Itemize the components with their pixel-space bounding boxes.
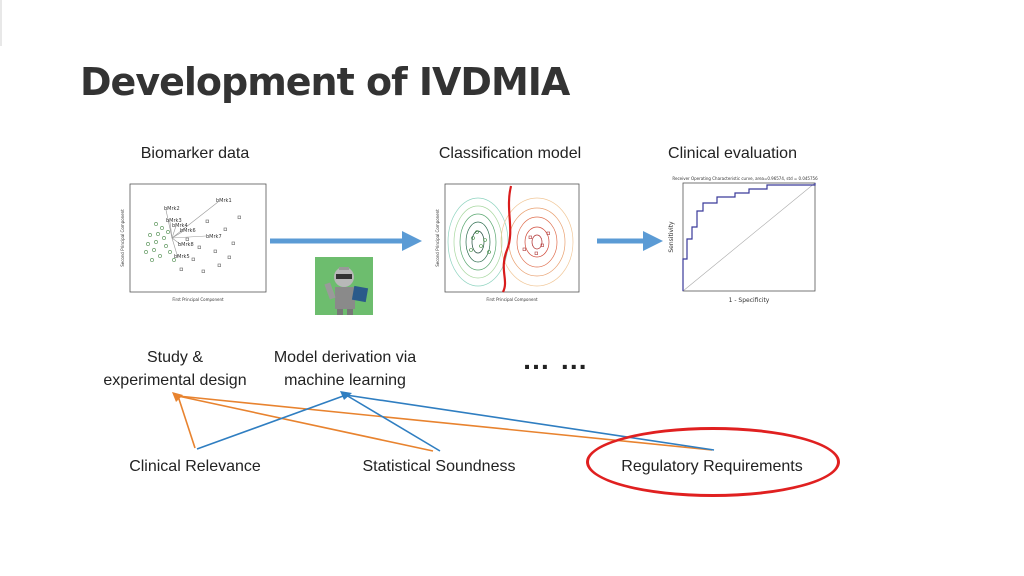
biomarker-label-6: bMrk6: [180, 228, 196, 234]
roc-curve: [682, 183, 816, 291]
classification-contour-plot: First Principal Component Second Princip…: [433, 180, 583, 305]
biomarker-label-4: bMrk4: [172, 223, 188, 229]
biomarker-pca-plot: bMrk1 bMrk2 bMrk3 bMrk4 bMrk5 bMrk6 bMrk…: [120, 180, 270, 305]
biomarker-label-1: bMrk1: [216, 198, 232, 204]
study-design-line1: Study &: [146, 349, 204, 366]
study-design-step: Study & experimental design: [90, 346, 260, 392]
classification-ylabel: Second Principal Component: [435, 209, 440, 267]
regulatory-highlight-ellipse: [586, 427, 840, 497]
robot-reading-image: [315, 257, 373, 315]
blue-link-statistical: [345, 394, 441, 452]
slide-edge-mark: [0, 0, 2, 46]
roc-title: Receiver Operating Characteristic curve,…: [672, 176, 818, 181]
roc-ylabel: Sensitivity: [668, 221, 675, 253]
model-derivation-line2: machine learning: [284, 372, 406, 389]
roc-curve-plot: Receiver Operating Characteristic curve,…: [665, 175, 820, 305]
pca-xlabel: First Principal Component: [172, 297, 224, 302]
classification-xlabel: First Principal Component: [486, 297, 538, 302]
blue-link-clinical: [196, 394, 347, 450]
clinical-relevance-label: Clinical Relevance: [129, 458, 261, 475]
biomarker-label-8: bMrk8: [178, 242, 194, 248]
blue-arrowhead: [340, 391, 352, 400]
model-derivation-step: Model derivation via machine learning: [262, 346, 428, 392]
statistical-soundness-label: Statistical Soundness: [362, 458, 516, 475]
study-design-line2: experimental design: [103, 372, 247, 389]
biomarker-label-2: bMrk2: [164, 206, 180, 212]
slide-title: Development of IVDMIA: [80, 60, 570, 104]
arrow-to-classification-head: [402, 231, 422, 251]
model-derivation-line1: Model derivation via: [273, 349, 417, 366]
orange-link-clinical: [177, 395, 196, 449]
pca-ylabel: Second Principal Component: [120, 209, 125, 267]
biomarker-label-5: bMrk5: [174, 254, 190, 260]
arrow-to-evaluation-head: [643, 231, 663, 251]
classification-model-label: Classification model: [438, 145, 582, 162]
roc-xlabel: 1 - Specificity: [729, 297, 770, 304]
biomarker-label-7: bMrk7: [206, 234, 222, 240]
ellipsis-more-steps: … …: [522, 344, 589, 375]
clinical-evaluation-label: Clinical evaluation: [668, 145, 797, 162]
roc-diagonal: [682, 182, 816, 292]
orange-link-statistical: [177, 395, 434, 452]
biomarker-data-label: Biomarker data: [140, 145, 250, 162]
decision-boundary: [501, 185, 513, 293]
biomarker-label-3: bMrk3: [166, 218, 182, 224]
orange-arrowhead: [172, 392, 183, 402]
